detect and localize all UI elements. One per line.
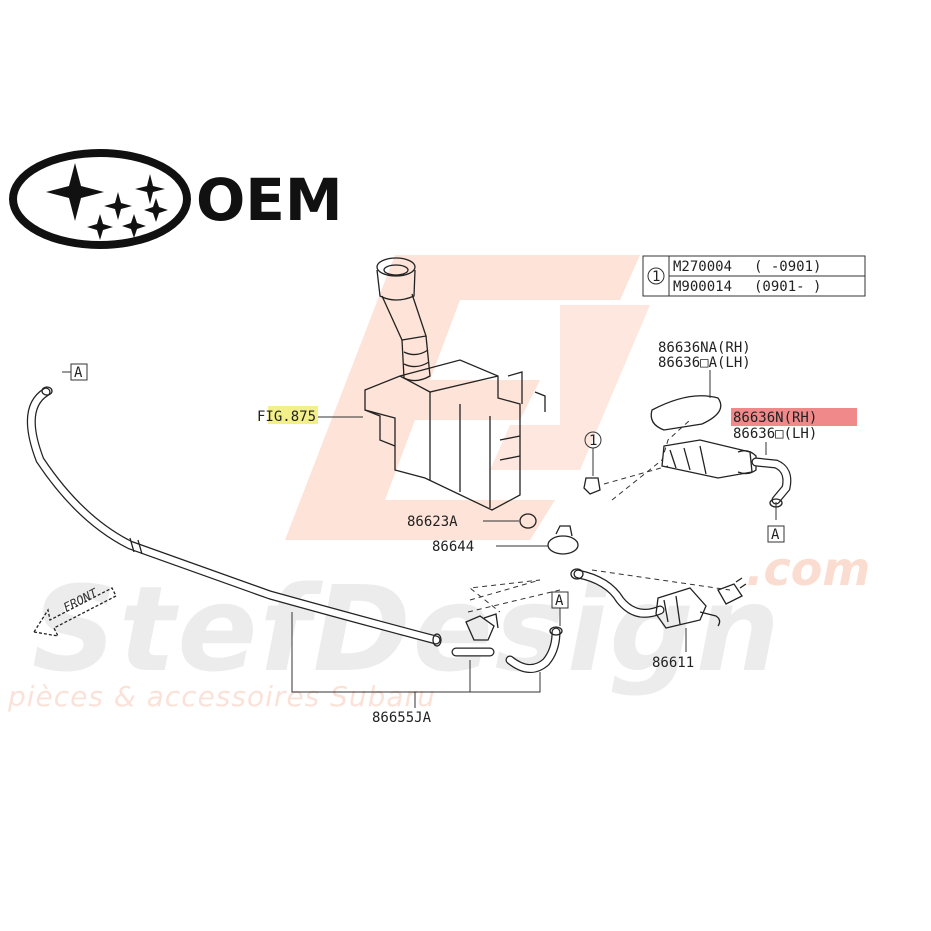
washer-tank xyxy=(364,257,546,511)
star-icon xyxy=(135,174,165,204)
star-icon xyxy=(87,214,113,240)
washer-nozzle-assembly xyxy=(661,439,792,520)
label-86636NA: 86636NA(RH) xyxy=(658,340,751,356)
legend-row-code: M900014 xyxy=(673,279,732,295)
subaru-logo xyxy=(9,149,191,249)
nozzle-cap xyxy=(650,370,722,431)
part-highlight xyxy=(731,408,857,426)
legend-row-range: (0901- ) xyxy=(754,279,821,295)
label-86636-A: 86636□A(LH) xyxy=(658,355,751,371)
legend-row-code: M270004 xyxy=(673,259,732,275)
watermark-tagline: pièces & accessoires Subaru xyxy=(7,680,436,713)
logo-stars xyxy=(46,163,168,240)
star-icon xyxy=(104,192,132,220)
ref-box-A: A xyxy=(551,591,569,609)
legend-marker-circle xyxy=(647,267,665,285)
oem-badge: OEM xyxy=(196,166,343,234)
front-arrow-icon xyxy=(32,587,117,637)
ref-A-label: A xyxy=(771,527,780,543)
long-hose xyxy=(26,386,442,647)
ref-box-A: A xyxy=(62,363,88,381)
label-86636N[interactable]: 86636N(RH) xyxy=(733,410,817,426)
legend-marker: 1 xyxy=(652,269,660,285)
star-icon xyxy=(122,214,146,238)
label-86623A: 86623A xyxy=(407,514,458,530)
ref-A-label: A xyxy=(74,365,83,381)
watermark-logo-shape xyxy=(285,255,650,540)
label-86636: 86636□(LH) xyxy=(733,426,817,442)
short-hose xyxy=(505,608,563,673)
fig-highlight xyxy=(268,406,318,424)
star-large-icon xyxy=(46,163,104,221)
bracket-86655JA xyxy=(291,612,541,708)
legend-table: 1 M270004 ( -0901) M900014 (0901- ) xyxy=(642,255,866,297)
watermark-com-text: .com xyxy=(746,542,870,596)
clamp-86644 xyxy=(496,525,579,555)
washer-pump-86611 xyxy=(570,568,747,652)
label-86655JA: 86655JA xyxy=(372,710,432,726)
watermark: StefDesign .com pièces & accessoires Sub… xyxy=(7,255,870,713)
label-86644: 86644 xyxy=(432,539,474,555)
star-icon xyxy=(144,198,168,222)
hose-joint xyxy=(451,579,561,657)
callout-number: 1 xyxy=(589,433,597,449)
legend-row-range: ( -0901) xyxy=(754,259,821,275)
ref-A-label: A xyxy=(555,593,564,609)
ref-box-A: A xyxy=(767,525,785,543)
grommet-86623A xyxy=(483,513,537,529)
logo-oval xyxy=(9,149,191,249)
bolt-callout: 1 xyxy=(583,419,691,501)
fig-reference-link[interactable]: FIG.875 xyxy=(257,409,316,425)
bolt-icon xyxy=(583,477,601,495)
label-86611: 86611 xyxy=(652,655,694,671)
